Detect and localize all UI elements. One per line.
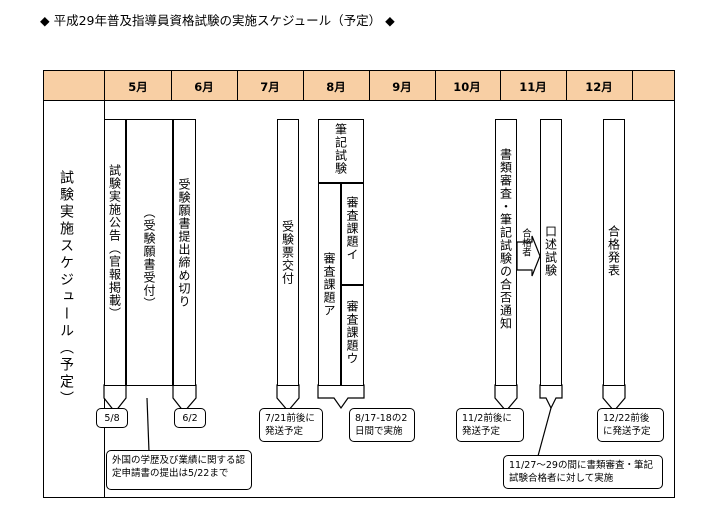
- passers-arrow: [516, 235, 541, 277]
- header-divider: [566, 71, 567, 101]
- callout-may-8: 5/8: [96, 408, 128, 428]
- pointer-foreign: [146, 397, 150, 453]
- header-divider: [369, 71, 370, 101]
- bar-announcement: 試験実施公告（官報掲載）: [104, 119, 126, 386]
- header-divider: [237, 71, 238, 101]
- bar-task-u: 審査課題ウ: [341, 285, 364, 386]
- bar-task-a: 審査課題ア: [318, 183, 341, 386]
- passers-label: 合格者: [520, 228, 531, 257]
- header-divider: [171, 71, 172, 101]
- callout-oral-exam-period: 11/27～29の間に書類審査・筆記試験合格者に対して実施: [503, 455, 663, 489]
- month-may: 5月: [128, 80, 148, 94]
- schedule-frame: [43, 70, 675, 498]
- bar-oral-exam: 口述試験: [540, 119, 562, 386]
- header-divider: [303, 71, 304, 101]
- month-header: 5月 6月 7月 8月 9月 10月 11月 12月: [44, 71, 674, 101]
- callout-june-2: 6/2: [174, 408, 206, 428]
- header-divider: [500, 71, 501, 101]
- bar-result-notice: 書類審査・筆記試験の合否通知: [495, 119, 517, 386]
- month-june: 6月: [194, 80, 214, 94]
- callout-july-21: 7/21前後に発送予定: [259, 408, 323, 442]
- month-september: 9月: [392, 80, 412, 94]
- bar-acceptance: （受験願書受付）: [126, 119, 173, 386]
- header-divider: [104, 71, 105, 101]
- page-title: ◆ 平成29年普及指導員資格試験の実施スケジュール（予定） ◆: [40, 13, 395, 28]
- header-divider: [435, 71, 436, 101]
- month-october: 10月: [453, 80, 481, 94]
- month-november: 11月: [519, 80, 547, 94]
- callout-foreign-credentials: 外国の学歴及び業績に関する認定申請書の提出は5/22まで: [106, 450, 252, 490]
- pointer-oral: [537, 407, 552, 457]
- callout-nov-2: 11/2前後に発送予定: [456, 408, 524, 442]
- header-divider: [632, 71, 633, 101]
- bar-deadline: 受験願書提出締め切り: [173, 119, 196, 386]
- arrow-oral: [539, 384, 563, 410]
- bar-written-exam: 筆記試験: [318, 119, 364, 183]
- month-december: 12月: [585, 80, 613, 94]
- callout-dec-22: 12/22前後に発送予定: [597, 408, 664, 442]
- month-july: 7月: [260, 80, 280, 94]
- sidebar-label: 試験実施スケジュール（予定）: [58, 170, 74, 408]
- bar-task-i: 審査課題イ: [341, 183, 364, 285]
- callout-aug-17: 8/17-18の2日間で実施: [349, 408, 415, 442]
- bar-final-announcement: 合格発表: [603, 119, 625, 386]
- month-august: 8月: [326, 80, 346, 94]
- bar-ticket: 受験票交付: [277, 119, 299, 386]
- arrow-written: [317, 384, 365, 410]
